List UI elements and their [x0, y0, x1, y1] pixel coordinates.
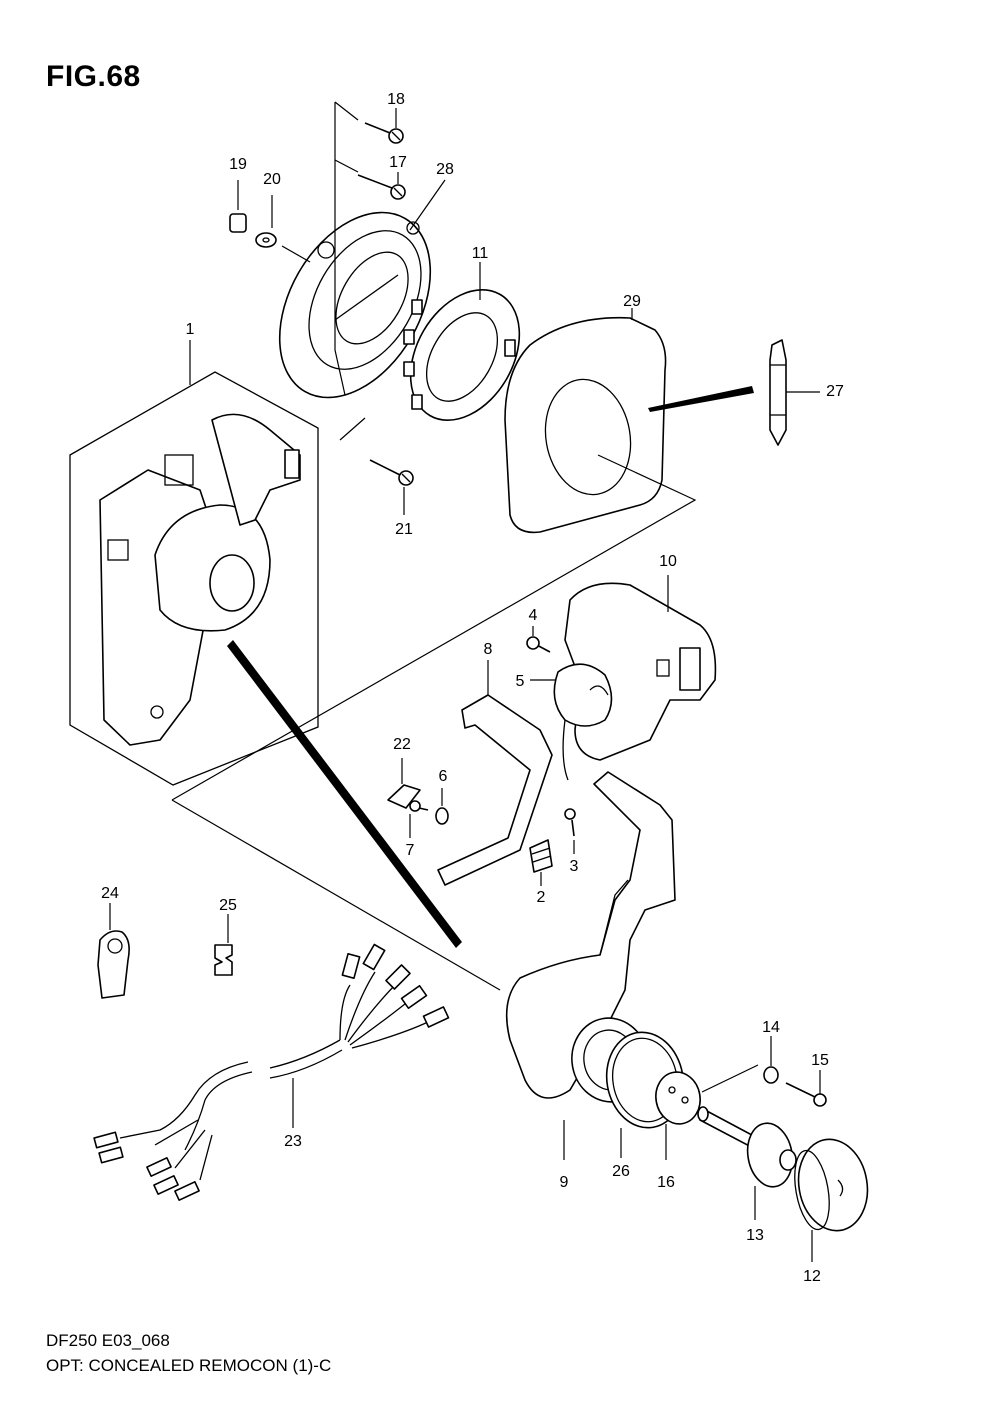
callout-16: 16	[657, 1174, 675, 1191]
part-13-shaft	[697, 1106, 797, 1220]
callout-11: 11	[472, 245, 489, 262]
callout-13: 13	[746, 1227, 764, 1244]
callout-23: 23	[284, 1133, 302, 1150]
part-19-nut	[229, 180, 247, 233]
part-14-washer	[763, 1036, 779, 1084]
callout-3: 3	[570, 858, 579, 875]
callout-1: 1	[186, 321, 195, 338]
callout-28: 28	[436, 161, 454, 178]
part-20-washer	[255, 195, 277, 248]
assembly-guide-line-2	[171, 799, 501, 991]
callout-17: 17	[389, 154, 407, 171]
callout-9: 9	[560, 1174, 569, 1191]
figure-title: FIG.68	[46, 60, 141, 93]
callout-20: 20	[263, 171, 281, 188]
leader-17-tip	[334, 159, 359, 173]
callout-5: 5	[516, 673, 525, 690]
callout-27: 27	[826, 383, 844, 400]
part-27-clip	[648, 339, 820, 446]
part-21-screw	[369, 459, 414, 515]
callout-29: 29	[623, 293, 641, 310]
leader-18-tip	[334, 101, 359, 121]
part-1-remote-control-assembly	[69, 340, 319, 786]
callout-24: 24	[101, 885, 119, 902]
callout-19: 19	[229, 156, 247, 173]
footer-description: OPT: CONCEALED REMOCON (1)-C	[46, 1356, 332, 1375]
part-16-plate	[655, 1064, 759, 1160]
callout-4: 4	[529, 607, 538, 624]
leader-screws-17-18	[334, 102, 346, 396]
part-6-washer	[435, 788, 449, 825]
footer-model-code: DF250 E03_068	[46, 1331, 170, 1350]
callout-22: 22	[393, 736, 411, 753]
part-29-cover-frame	[504, 308, 667, 534]
part-23-wire-harness	[93, 943, 450, 1201]
callout-8: 8	[484, 641, 493, 658]
part-25-clip	[214, 914, 233, 976]
part-7-screw	[409, 800, 429, 838]
part-4-bolt	[526, 626, 551, 653]
callout-26: 26	[612, 1163, 630, 1180]
callout-14: 14	[762, 1019, 780, 1036]
callout-2: 2	[537, 889, 546, 906]
callout-25: 25	[219, 897, 237, 914]
assembly-guide-line	[171, 454, 697, 801]
callout-21: 21	[395, 521, 413, 538]
part-24-terminal-cover	[97, 903, 130, 999]
part-11-gear-ring	[403, 262, 521, 421]
callout-15: 15	[811, 1052, 829, 1069]
part-17-screw	[357, 172, 406, 200]
leader-20-assembly	[281, 245, 311, 263]
part-2-spring	[529, 839, 553, 886]
callout-10: 10	[659, 553, 677, 570]
part-22-stopper	[387, 758, 421, 809]
part-8-lever	[437, 660, 553, 886]
part-15-screw	[785, 1070, 827, 1107]
part-3-bolt	[564, 808, 576, 854]
part-18-screw	[364, 108, 404, 144]
leader-21-tip	[339, 417, 366, 441]
callout-7: 7	[406, 842, 415, 859]
linkage-arrow	[227, 640, 462, 948]
callout-18: 18	[387, 91, 405, 108]
callout-12: 12	[803, 1268, 821, 1285]
part-12-knob	[794, 1138, 869, 1262]
callout-6: 6	[439, 768, 448, 785]
part-5-cam	[530, 663, 613, 781]
